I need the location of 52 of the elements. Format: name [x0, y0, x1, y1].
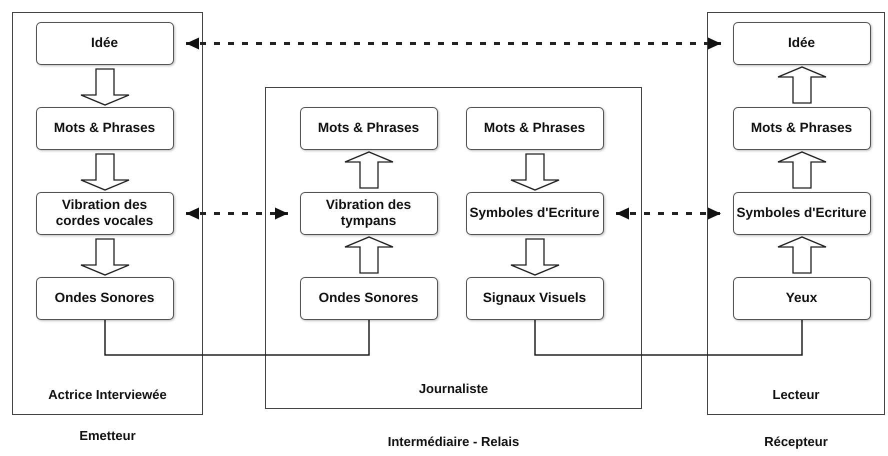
process-box	[36, 192, 174, 234]
box-label: Vibration des tympans	[324, 197, 412, 229]
process-box	[466, 106, 604, 150]
process-box	[36, 22, 174, 64]
group-panel	[12, 12, 203, 415]
box-label: Mots & Phrases	[750, 120, 854, 136]
process-box	[36, 276, 174, 320]
block-arrow	[777, 236, 827, 274]
block-arrow	[344, 151, 394, 189]
double-arrow	[616, 208, 721, 220]
process-box	[300, 106, 438, 150]
panel-title: Lecteur	[772, 387, 820, 402]
panel-title: Journaliste	[418, 381, 490, 396]
process-box	[732, 22, 870, 64]
double-arrow	[186, 208, 288, 220]
process-box	[466, 192, 604, 234]
connector-line	[104, 320, 370, 356]
box-label: Ondes Sonores	[54, 290, 156, 306]
process-box	[732, 192, 870, 234]
process-box	[300, 192, 438, 234]
connector-line	[534, 320, 803, 356]
box-label: Signaux Visuels	[482, 290, 588, 306]
block-arrow	[344, 236, 394, 274]
block-arrow	[80, 153, 130, 191]
block-arrow	[80, 68, 130, 106]
box-label: Symboles d'Ecriture	[468, 205, 601, 221]
box-label: Vibration des cordes vocales	[54, 197, 154, 229]
process-box	[732, 276, 870, 320]
box-label: Yeux	[784, 290, 818, 306]
box-label: Mots & Phrases	[316, 120, 420, 136]
block-arrow	[777, 66, 827, 104]
box-label: Idée	[786, 35, 816, 51]
role-label: Intermédiaire - Relais	[386, 434, 520, 449]
process-box	[300, 276, 438, 320]
double-arrow	[186, 38, 721, 50]
process-box	[466, 276, 604, 320]
block-arrow	[777, 151, 827, 189]
role-label: Emetteur	[78, 428, 137, 443]
box-label: Ondes Sonores	[318, 290, 420, 306]
panel-title: Actrice Interviewée	[47, 387, 168, 402]
block-arrow	[510, 153, 560, 191]
block-arrow	[80, 238, 130, 276]
box-label: Symboles d'Ecriture	[736, 205, 868, 221]
box-label: Idée	[90, 35, 119, 51]
role-label: Récepteur	[763, 434, 829, 449]
block-arrow	[510, 238, 560, 276]
process-box	[36, 106, 174, 150]
group-panel	[707, 12, 885, 415]
box-label: Mots & Phrases	[52, 120, 156, 136]
group-panel	[265, 87, 642, 409]
box-label: Mots & Phrases	[482, 120, 586, 136]
process-box	[732, 106, 870, 150]
